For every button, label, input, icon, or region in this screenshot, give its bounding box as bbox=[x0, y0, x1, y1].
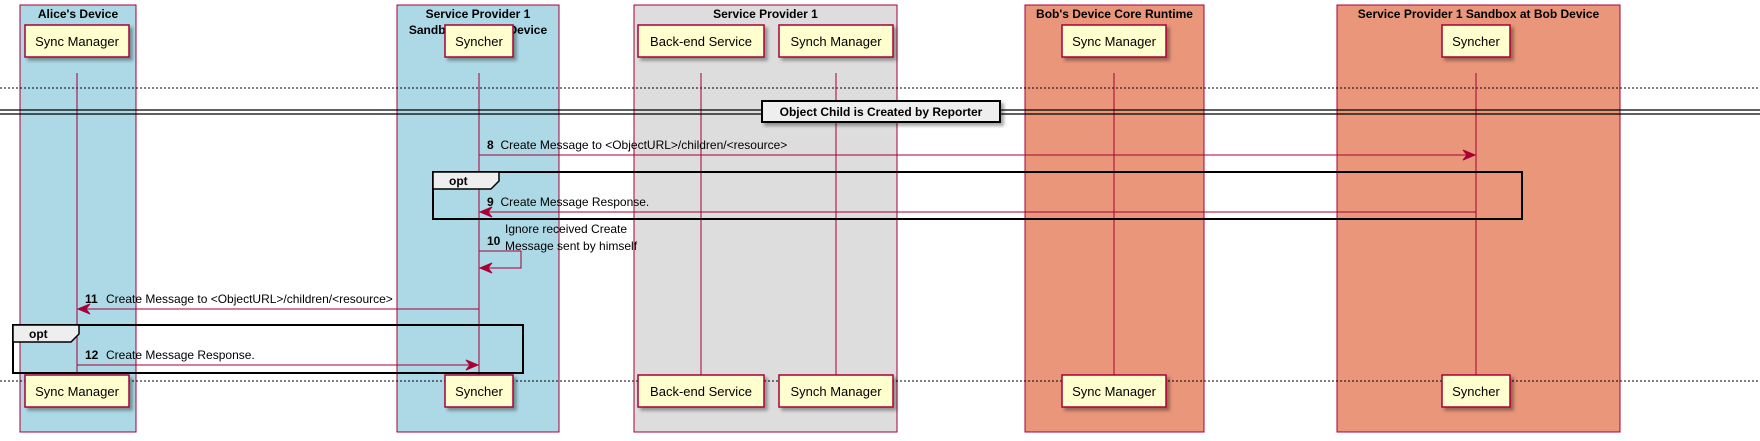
message-8: 8 Create Message to <ObjectURL>/children/… bbox=[479, 138, 1477, 161]
message-9: 9 Create Message Response. bbox=[478, 195, 1476, 218]
message-number: 8 bbox=[487, 138, 494, 152]
participant-label: Syncher bbox=[455, 34, 503, 49]
group-box-title: Service Provider 1 bbox=[426, 7, 531, 21]
message-text: Create Message to <ObjectURL>/children/<… bbox=[106, 292, 393, 306]
message-text: Create Message Response. bbox=[501, 195, 650, 209]
participant-backend-top[interactable]: Back-end Service bbox=[637, 24, 765, 58]
participant-bob-sync-top[interactable]: Sync Manager bbox=[1061, 24, 1167, 58]
participant-label: Syncher bbox=[1452, 384, 1500, 399]
participant-label: Sync Manager bbox=[35, 34, 119, 49]
participant-bob-sync-bottom[interactable]: Sync Manager bbox=[1061, 374, 1167, 408]
participant-label: Back-end Service bbox=[650, 34, 752, 49]
divider-label-box bbox=[761, 100, 1001, 123]
participant-label: Sync Manager bbox=[35, 384, 119, 399]
participant-alice-syncher-bottom[interactable]: Syncher bbox=[444, 374, 514, 408]
group-box-title: Alice's Device bbox=[38, 7, 119, 21]
message-number: 9 bbox=[487, 195, 494, 209]
message-12: 12 Create Message Response. bbox=[77, 348, 480, 371]
participant-alice-syncher-top[interactable]: Syncher bbox=[444, 24, 514, 58]
participant-bob-syncher-top[interactable]: Syncher bbox=[1441, 24, 1511, 58]
group-box-title: Service Provider 1 bbox=[713, 7, 818, 21]
participant-bob-syncher-bottom[interactable]: Syncher bbox=[1441, 374, 1511, 408]
participant-label: Sync Manager bbox=[1072, 34, 1156, 49]
message-text: Create Message Response. bbox=[106, 348, 255, 362]
opt-block-2: opt bbox=[12, 324, 524, 374]
participant-sp-sync-bottom[interactable]: Synch Manager bbox=[778, 374, 894, 408]
opt-label: opt bbox=[449, 174, 468, 188]
opt-label: opt bbox=[29, 327, 48, 341]
participant-label: Syncher bbox=[455, 384, 503, 399]
message-text: Ignore received Create bbox=[505, 222, 627, 236]
divider-label: Object Child is Created by Reporter bbox=[780, 105, 983, 119]
opt-block-1: opt bbox=[432, 171, 1523, 220]
participant-label: Synch Manager bbox=[790, 384, 882, 399]
message-11: 11 Create Message to <ObjectURL>/children… bbox=[76, 292, 479, 315]
message-number: 12 bbox=[85, 348, 99, 362]
message-number: 10 bbox=[487, 234, 501, 248]
participant-sp-sync-top[interactable]: Synch Manager bbox=[778, 24, 894, 58]
participant-label: Sync Manager bbox=[1072, 384, 1156, 399]
participant-alice-sync-bottom[interactable]: Sync Manager bbox=[24, 374, 130, 408]
participant-label: Synch Manager bbox=[790, 34, 882, 49]
message-text: Create Message to <ObjectURL>/children/<… bbox=[501, 138, 788, 152]
message-number: 11 bbox=[85, 292, 98, 306]
group-box-title: Service Provider 1 Sandbox at Bob Device bbox=[1358, 7, 1600, 21]
participant-label: Back-end Service bbox=[650, 384, 752, 399]
participant-backend-bottom[interactable]: Back-end Service bbox=[637, 374, 765, 408]
participant-label: Syncher bbox=[1452, 34, 1500, 49]
message-text: Message sent by himself bbox=[505, 239, 638, 253]
group-box-title: Bob's Device Core Runtime bbox=[1036, 7, 1193, 21]
participant-alice-sync-top[interactable]: Sync Manager bbox=[24, 24, 130, 58]
